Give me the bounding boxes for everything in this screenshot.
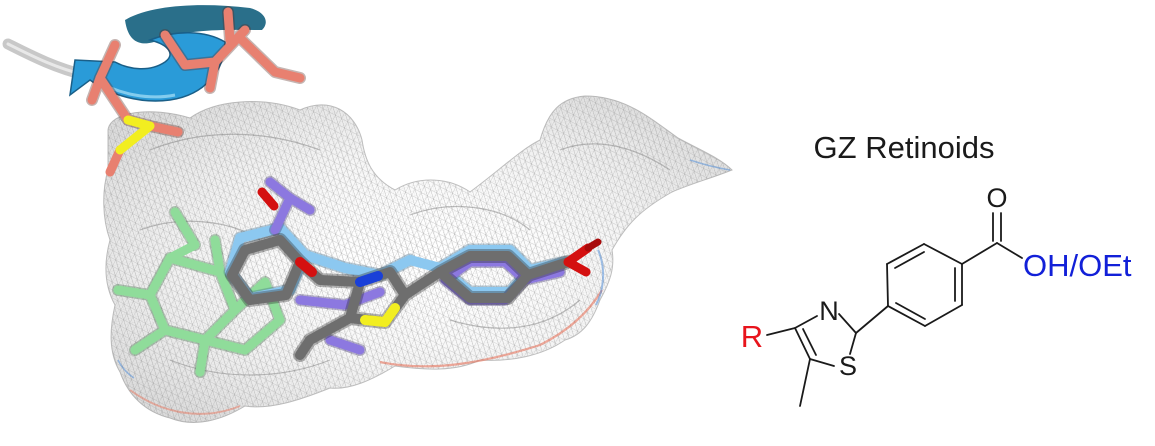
scheme-title: GZ Retinoids: [814, 130, 995, 165]
oxygen-label: O: [986, 183, 1007, 213]
skeletal-bonds: [766, 212, 1023, 407]
r-group-label: R: [741, 319, 763, 354]
ligand-green: [112, 206, 286, 378]
nitrogen-label: N: [819, 296, 839, 326]
acid-ester-label: OH/OEt: [1023, 248, 1132, 283]
sulfur-label: S: [839, 351, 857, 381]
ligand-gray: [225, 187, 602, 362]
chemical-scheme: GZ Retinoids: [741, 130, 1132, 407]
docking-panel: [2, 5, 733, 423]
residue-side-chains: [86, 6, 306, 177]
